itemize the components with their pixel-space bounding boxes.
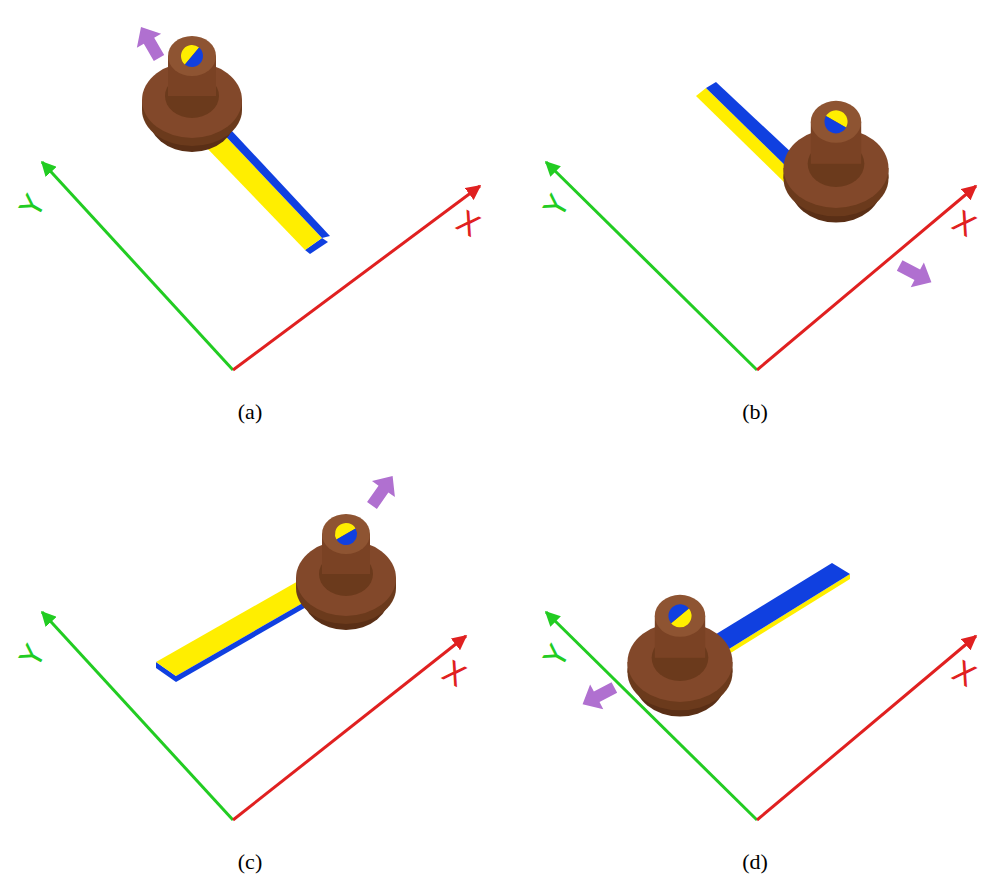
panel-caption: (a) (238, 401, 262, 423)
x-axis (757, 636, 976, 820)
axis-label: X (948, 206, 981, 242)
axis-label: X (948, 656, 981, 692)
tool (628, 595, 733, 717)
panel-caption: (b) (742, 401, 768, 423)
tool (296, 514, 396, 630)
y-axis (546, 612, 757, 820)
motion-arrow (576, 675, 621, 717)
axis-label: Y (15, 191, 50, 222)
motion-arrow (893, 253, 938, 295)
axis-label: Y (539, 191, 574, 222)
y-axis (42, 162, 233, 370)
axis-label: Y (539, 641, 574, 672)
x-axis (757, 186, 976, 370)
axis-label: X (452, 206, 485, 242)
motion-arrow (129, 20, 171, 65)
strip (176, 592, 322, 682)
motion-arrow (361, 468, 405, 514)
axis-label: Y (15, 641, 50, 672)
y-axis (546, 162, 757, 370)
tool (784, 101, 889, 223)
x-axis (233, 636, 466, 820)
panel-caption: (d) (742, 851, 768, 873)
axis-label: X (438, 656, 471, 692)
panel-caption: (c) (238, 851, 262, 873)
